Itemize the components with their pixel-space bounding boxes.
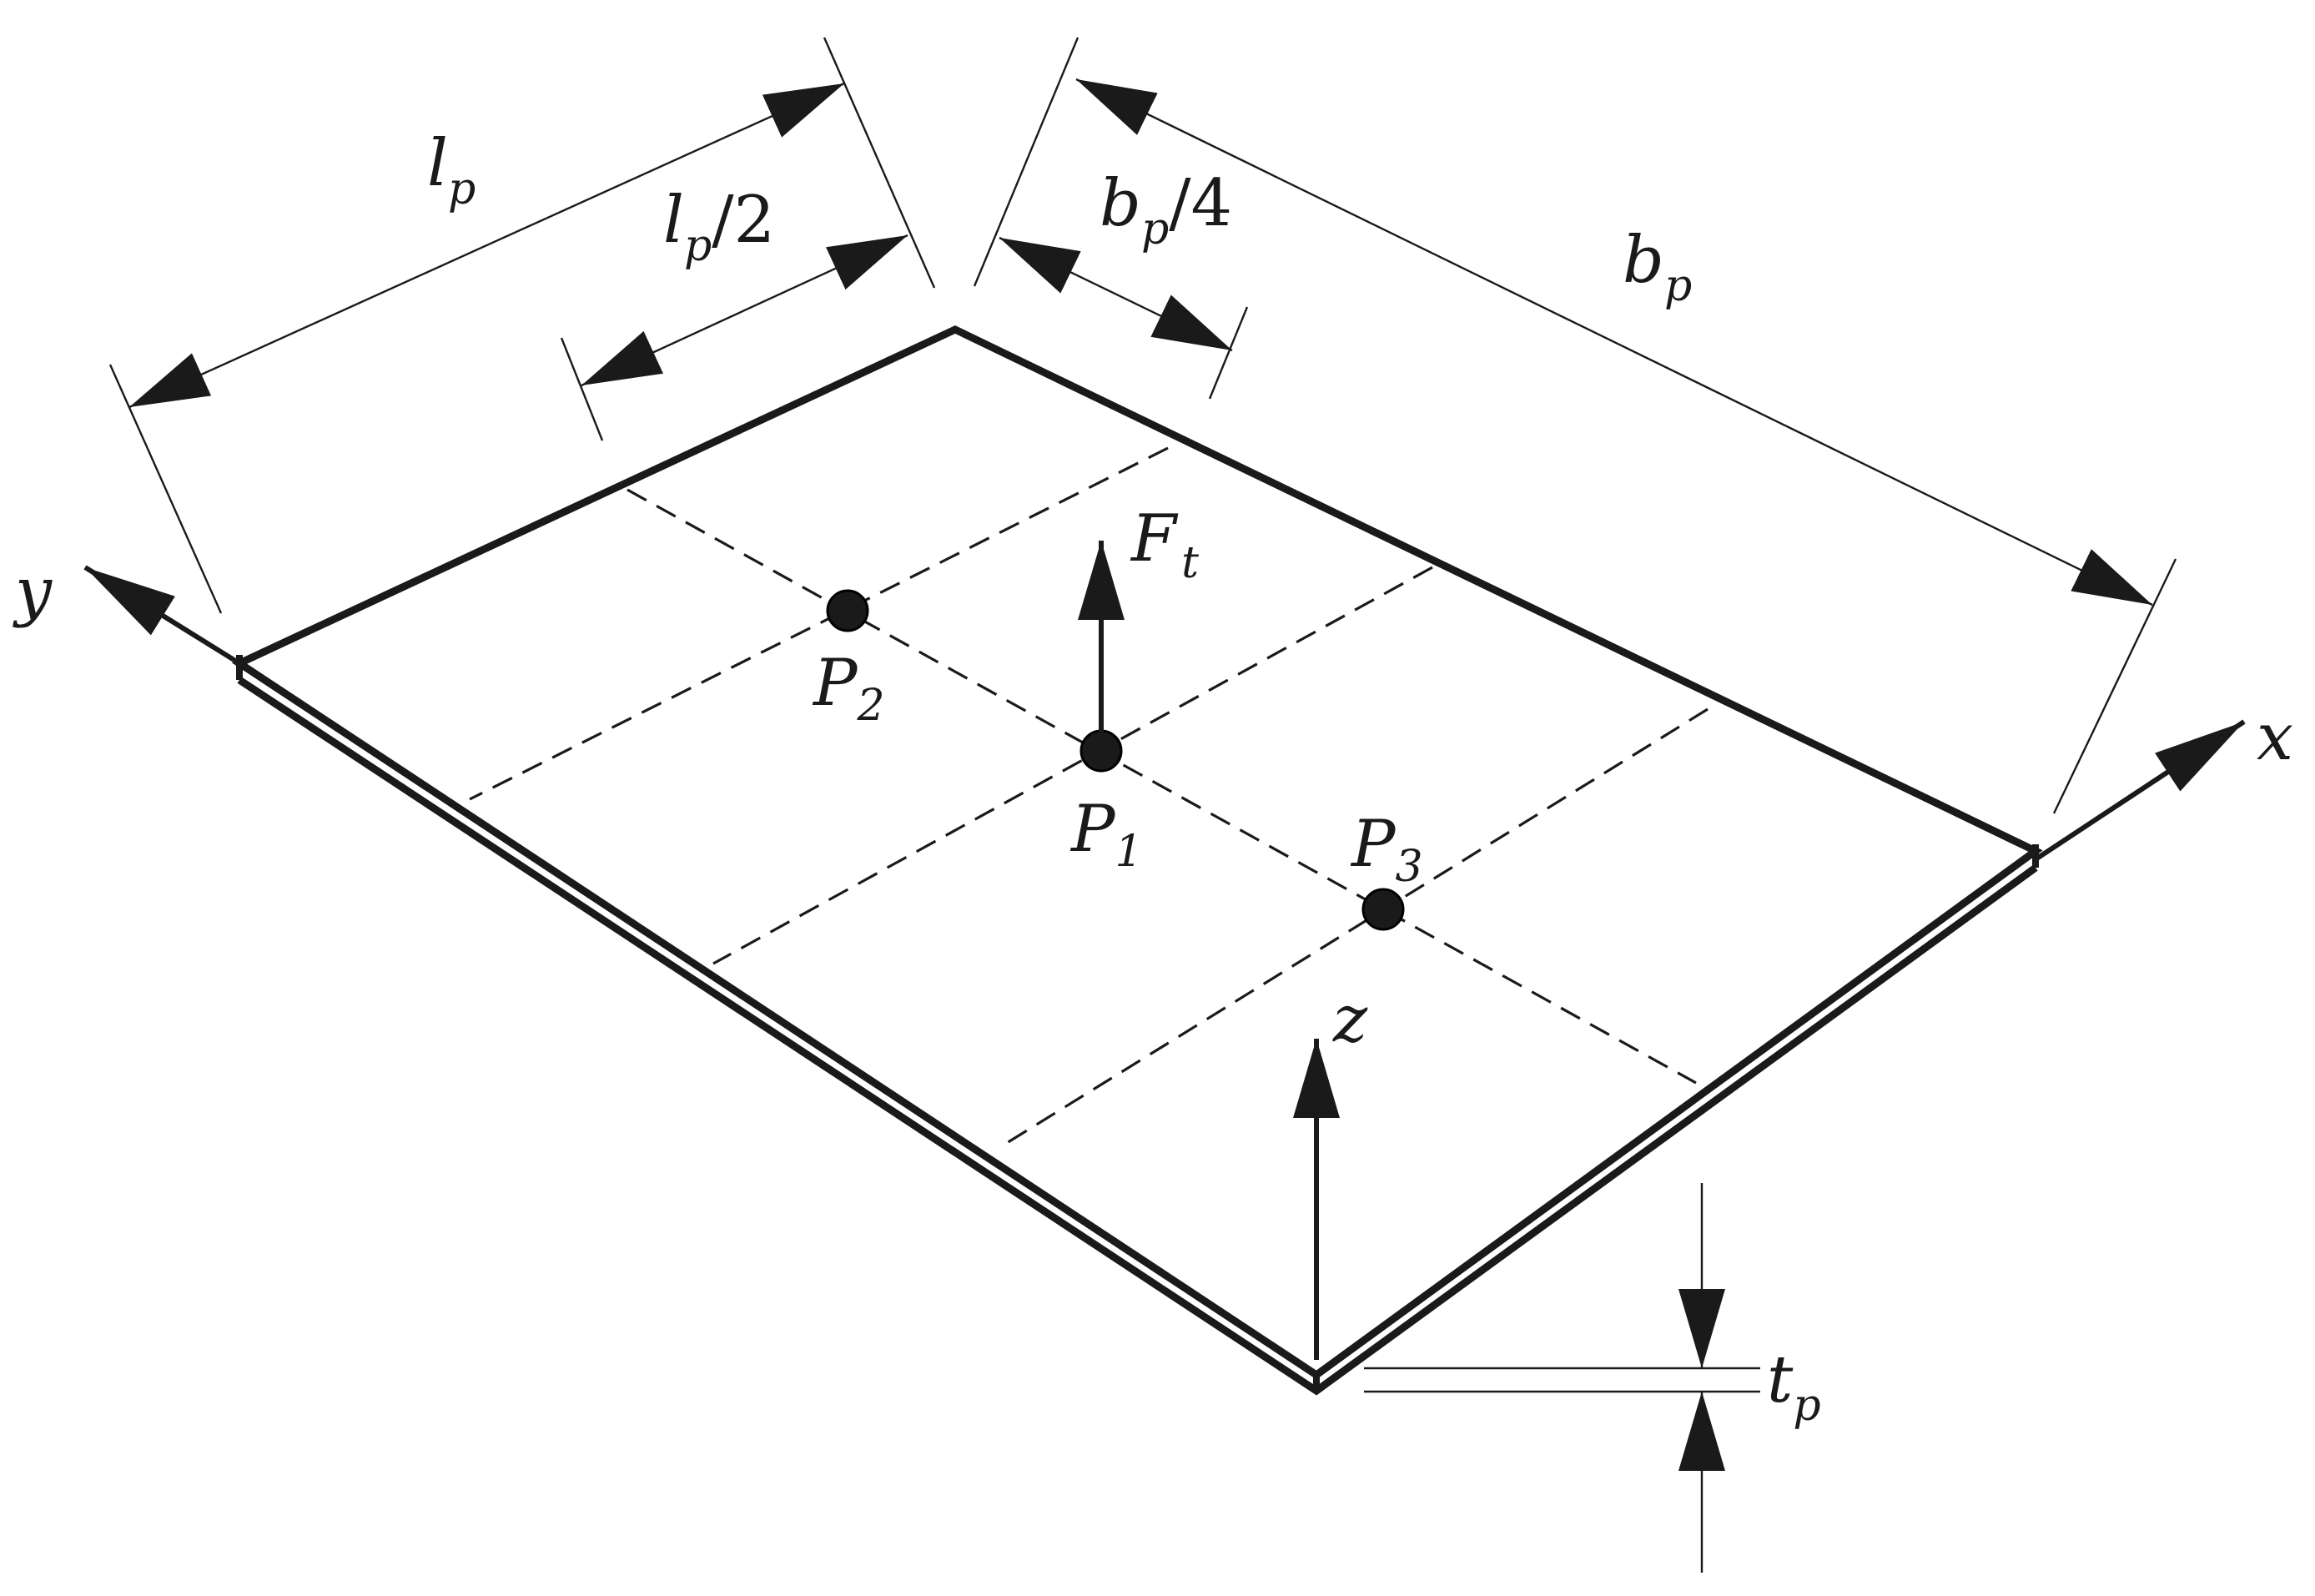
y-axis-label: y — [13, 554, 53, 629]
point-p3-marker — [1361, 888, 1405, 931]
grid-line-three-quarter-b — [1002, 707, 1709, 1147]
bp-quarter-extension — [1208, 306, 1249, 400]
lp-extension-right — [823, 37, 936, 289]
grid-line-half-b — [712, 566, 1433, 965]
bp-quarter-label: bp/4 — [1100, 166, 1232, 254]
measurement-points — [826, 589, 1405, 931]
bp-quarter-dimension-line — [999, 236, 1233, 352]
y-axis-arrow — [83, 565, 241, 666]
lp-dimension-line — [128, 82, 845, 409]
lp-label: lp — [427, 126, 476, 214]
plate-top-surface — [231, 325, 2043, 1380]
dimension-lines — [108, 37, 2177, 1573]
bp-extension-left — [973, 37, 1079, 287]
z-axis-label: z — [1332, 982, 1368, 1057]
x-axis-label: x — [2257, 700, 2293, 775]
point-p2-marker — [826, 589, 869, 632]
lp-half-label: lp/2 — [663, 183, 775, 271]
lp-half-dimension-line — [581, 234, 908, 387]
x-axis-arrow — [2034, 719, 2246, 862]
coordinate-axes — [83, 565, 2246, 1360]
point-p1-marker — [1079, 729, 1123, 773]
grid-line-half-l — [627, 488, 1697, 1085]
tp-label: tp — [1767, 1342, 1821, 1431]
point-p2-label: P2 — [812, 646, 885, 731]
lp-extension-left — [108, 364, 223, 614]
lp-half-extension — [560, 337, 604, 441]
grid-line-quarter-b-1 — [469, 446, 1169, 801]
bp-label: bp — [1623, 223, 1692, 311]
bp-extension-right — [2052, 558, 2177, 814]
bp-dimension-line — [1075, 78, 2153, 607]
point-p3-label: P3 — [1350, 807, 1423, 892]
plate-grid-dashed — [469, 446, 1709, 1147]
point-p1-label: P1 — [1069, 792, 1143, 877]
